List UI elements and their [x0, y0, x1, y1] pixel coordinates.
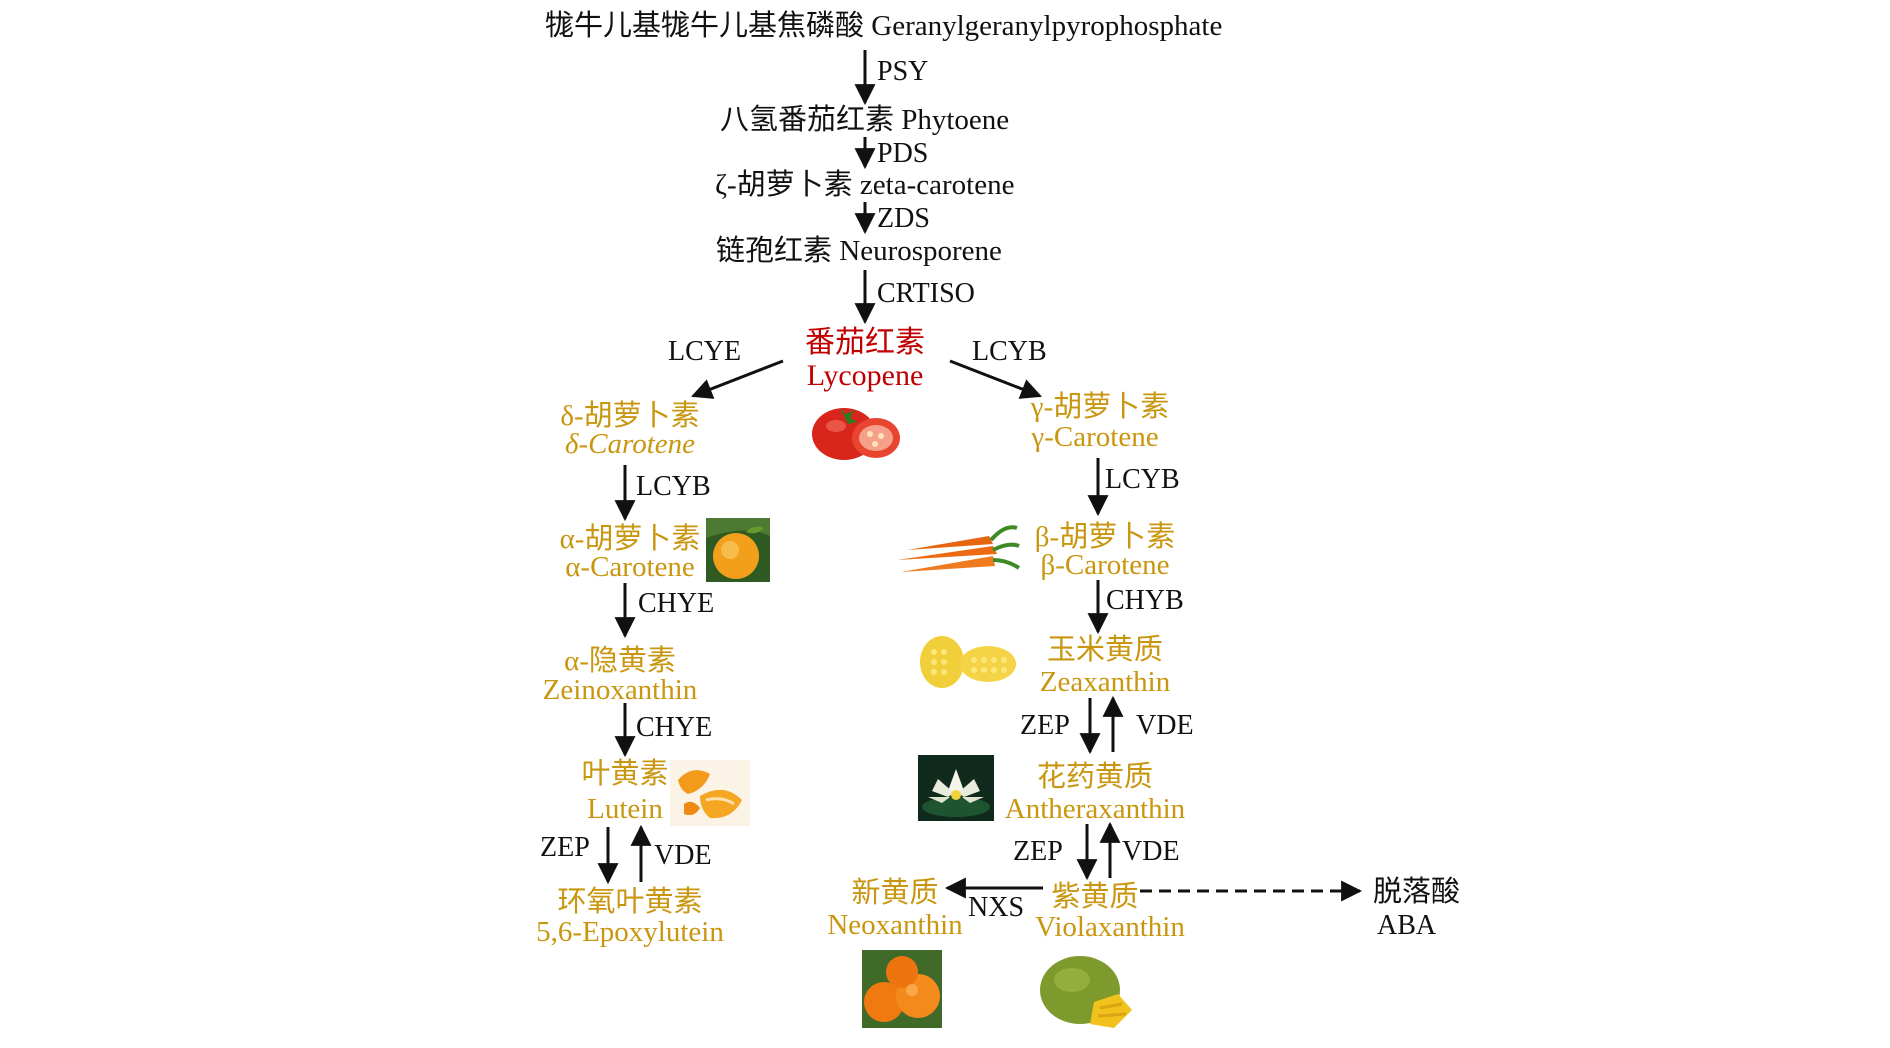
zep-enzyme-label-right-2: ZEP	[1013, 836, 1063, 867]
vde-enzyme-label-right-1: VDE	[1136, 710, 1194, 741]
arrow-lcye	[691, 359, 784, 399]
delta-carotene-en-label: δ-Carotene	[565, 428, 695, 460]
lcyb-enzyme-label-top: LCYB	[972, 336, 1047, 367]
antheraxanthin-cn-label: 花药黄质	[1036, 761, 1153, 793]
beta-carotene-cn-label: β-胡萝卜素	[1034, 521, 1176, 553]
neurosporene-label: 链孢红素 Neurosporene	[716, 235, 1002, 267]
vde-enzyme-label-left: VDE	[654, 840, 712, 871]
chye-enzyme-label-2: CHYE	[636, 712, 713, 743]
violaxanthin-cn-label: 紫黄质	[1051, 881, 1139, 913]
chyb-enzyme-label: CHYB	[1106, 585, 1184, 616]
orange-image	[862, 950, 942, 1028]
lcye-enzyme-label: LCYE	[668, 336, 742, 367]
nxs-enzyme-label: NXS	[968, 892, 1025, 923]
neoxanthin-cn-label: 新黄质	[851, 877, 939, 909]
beta-carotene-en-label: β-Carotene	[1040, 549, 1170, 581]
zeaxanthin-cn-label: 玉米黄质	[1046, 634, 1163, 666]
epoxylutein-cn-label: 环氧叶黄素	[557, 886, 703, 918]
ggpp-label: 牻牛儿基牻牛儿基焦磷酸 Geranylgeranylpyrophosphate	[545, 10, 1223, 42]
lcyb-enzyme-label-left: LCYB	[636, 471, 711, 502]
jackfruit-image	[1040, 956, 1132, 1028]
gamma-carotene-cn-label: γ-胡萝卜素	[1030, 391, 1170, 423]
lycopene-cn-label: 番茄红素	[805, 326, 925, 359]
antheraxanthin-en-label: Antheraxanthin	[1004, 793, 1186, 825]
crtiso-enzyme-label: CRTISO	[877, 278, 975, 309]
lutein-en-label: Lutein	[587, 793, 663, 825]
zep-enzyme-label-right-1: ZEP	[1020, 710, 1070, 741]
psy-enzyme-label: PSY	[877, 56, 929, 87]
delta-carotene-cn-label: δ-胡萝卜素	[560, 400, 700, 432]
apricot-image	[706, 518, 770, 582]
phytoene-label: 八氢番茄红素 Phytoene	[720, 104, 1010, 136]
corn-image	[920, 636, 1016, 688]
lutein-cn-label: 叶黄素	[581, 758, 669, 790]
alpha-carotene-en-label: α-Carotene	[565, 551, 695, 583]
gamma-carotene-en-label: γ-Carotene	[1031, 421, 1159, 453]
orange-peel-image	[670, 760, 750, 826]
alpha-carotene-cn-label: α-胡萝卜素	[559, 523, 701, 555]
tomato-image	[812, 408, 900, 460]
epoxylutein-en-label: 5,6-Epoxylutein	[536, 916, 724, 948]
zeinoxanthin-en-label: Zeinoxanthin	[542, 674, 698, 706]
zds-enzyme-label: ZDS	[877, 203, 930, 234]
vde-enzyme-label-right-2: VDE	[1122, 836, 1180, 867]
zeaxanthin-en-label: Zeaxanthin	[1039, 666, 1171, 698]
carrot-image	[897, 525, 1021, 572]
lcyb-enzyme-label-right: LCYB	[1105, 464, 1180, 495]
zep-enzyme-label-left: ZEP	[540, 832, 590, 863]
aba-en-label: ABA	[1377, 910, 1437, 941]
chye-enzyme-label-1: CHYE	[638, 588, 715, 619]
water-lily-image	[918, 755, 994, 821]
pds-enzyme-label: PDS	[877, 138, 929, 169]
lycopene-en-label: Lycopene	[806, 359, 924, 392]
violaxanthin-en-label: Violaxanthin	[1035, 911, 1185, 943]
zeta-carotene-label: ζ-胡萝卜素 zeta-carotene	[715, 169, 1015, 201]
zeinoxanthin-cn-label: α-隐黄素	[564, 645, 676, 677]
arrow-lcyb-top	[949, 359, 1042, 399]
aba-cn-label: 脱落酸	[1373, 876, 1461, 908]
neoxanthin-en-label: Neoxanthin	[827, 909, 963, 941]
